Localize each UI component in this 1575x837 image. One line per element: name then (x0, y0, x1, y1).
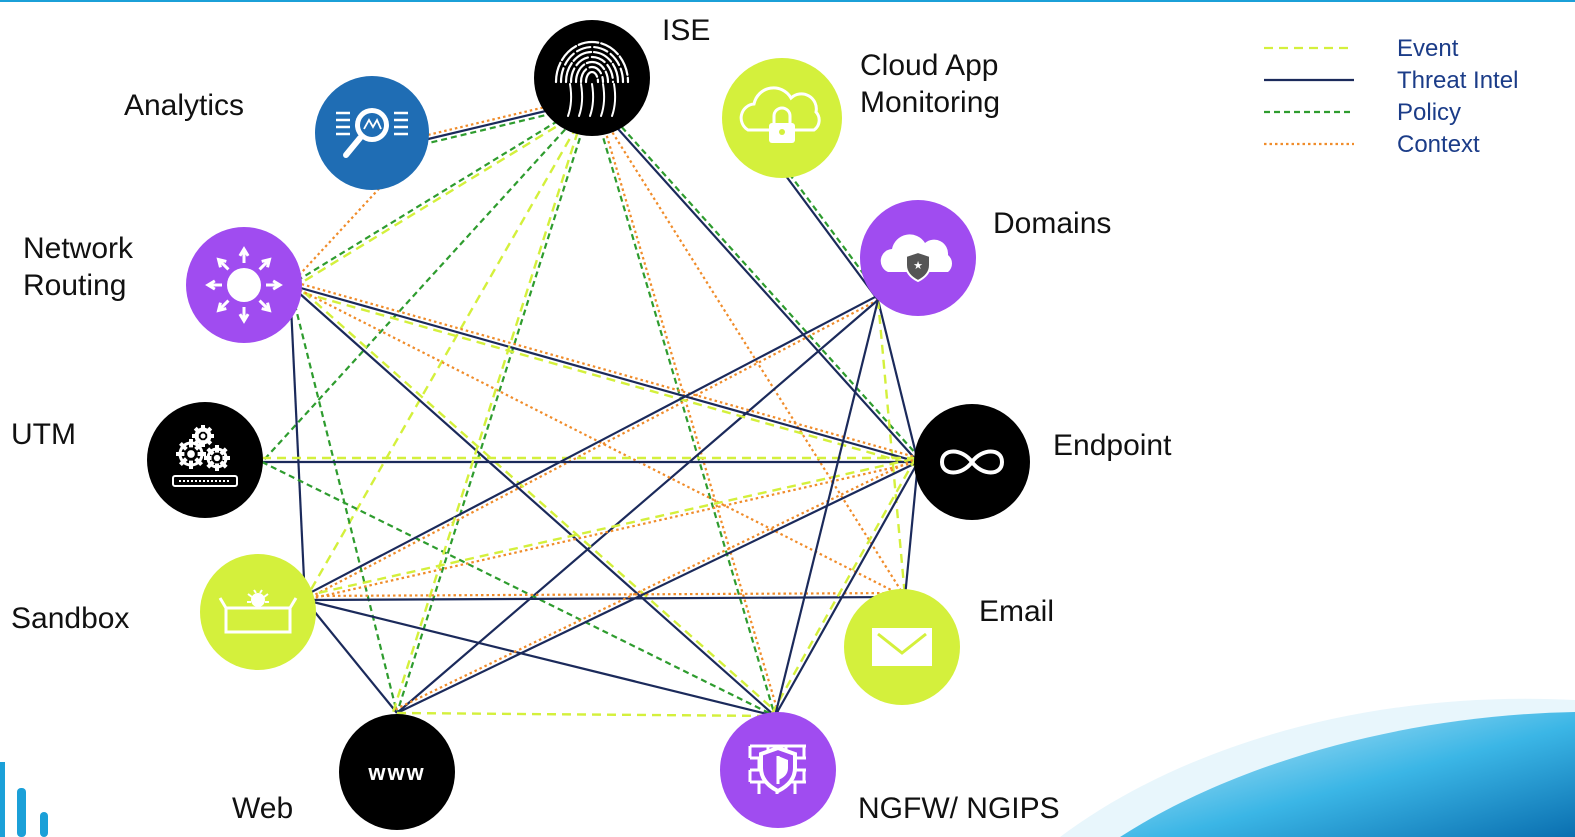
node-analytics (315, 76, 429, 190)
connection-event-sandbox-endpoint (303, 456, 918, 598)
connection-event-domains-email (876, 299, 907, 598)
infinity-icon (939, 449, 1005, 475)
connection-threat-intel-domains-endpoint (876, 299, 920, 463)
connection-event-web-ise (392, 98, 590, 713)
node-label-sandbox: Sandbox (11, 602, 129, 635)
node-label-cloud-app: Cloud App (860, 49, 998, 82)
connection-event-ngfw-endpoint (770, 459, 916, 715)
connection-threat-intel-network-routing-endpoint (289, 283, 919, 464)
decorative-wave (1060, 698, 1575, 837)
node-label-web: Web (232, 792, 293, 825)
routing-arrows-icon (205, 246, 283, 324)
connection-policy-ise-analytics (424, 102, 594, 145)
connection-context-sandbox-endpoint (304, 460, 919, 602)
connection-policy-ise-utm (261, 99, 593, 463)
connection-context-web-endpoint (394, 457, 917, 711)
node-cloud-app-circle (722, 58, 842, 178)
node-ise-circle (534, 20, 650, 136)
connection-event-ise-sandbox (303, 99, 594, 601)
node-label-endpoint: Endpoint (1053, 429, 1172, 462)
node-ise (534, 20, 650, 136)
connection-policy-ise-network-routing (289, 99, 593, 286)
firewall-shield-icon (748, 744, 806, 794)
connection-context-network-routing-endpoint (290, 280, 920, 460)
connection-policy-cloud-app-domains (788, 172, 883, 299)
node-label-utm: UTM (11, 418, 76, 451)
node-cloud-app (722, 58, 842, 178)
cloud-lock-icon (739, 86, 821, 143)
cloud-shield-icon: ★ (880, 234, 953, 283)
connection-threat-intel-cloud-app-domains (785, 175, 879, 301)
node-email (844, 589, 960, 705)
node-web: www (339, 714, 455, 830)
connection-event-network-routing-ngfw (291, 281, 779, 714)
node-domains: ★ (860, 200, 976, 316)
node-endpoint (914, 404, 1030, 520)
node-utm (147, 402, 263, 518)
legend-label-threat-intel: Threat Intel (1397, 67, 1518, 94)
connection-event-network-routing-endpoint (288, 287, 918, 468)
www-icon: www (367, 760, 425, 785)
connection-context-domains-sandbox (304, 299, 879, 601)
connection-threat-intel-network-routing-sandbox (288, 284, 307, 601)
connection-threat-intel-email-endpoint (903, 461, 920, 598)
connection-context-ise-email (591, 99, 906, 598)
connection-threat-intel-sandbox-ngfw (304, 598, 776, 718)
legend-label-context: Context (1397, 131, 1480, 158)
brand-mark-icon (0, 762, 48, 837)
nodes: ★ www (147, 20, 1030, 830)
connection-policy-ise-web (395, 99, 594, 714)
connection-threat-intel-sandbox-web (304, 599, 398, 714)
gears-icon (172, 425, 238, 487)
connection-threat-intel-web-endpoint (396, 461, 919, 714)
connection-threat-intel-network-routing-ngfw (289, 284, 776, 717)
top-rule (0, 0, 1575, 2)
fingerprint-icon (554, 40, 630, 117)
sandbox-box-icon (218, 589, 298, 634)
node-label-network-routing: Network (23, 232, 134, 265)
node-label-network-routing: Routing (23, 269, 126, 302)
connection-threat-intel-ngfw-endpoint (774, 461, 919, 717)
connection-lines (261, 95, 922, 718)
connection-threat-intel-domains-web (396, 299, 879, 714)
legend-label-event: Event (1397, 35, 1459, 62)
envelope-icon (872, 628, 932, 666)
node-ngfw (720, 712, 836, 828)
node-label-analytics: Analytics (124, 89, 244, 122)
connection-context-sandbox-email (304, 591, 905, 598)
connection-policy-utm-ngfw (261, 461, 776, 717)
connection-policy-ise-endpoint (594, 96, 922, 461)
node-sandbox (200, 554, 316, 670)
node-web-circle (339, 714, 455, 830)
connection-threat-intel-ise-endpoint (591, 99, 919, 463)
node-label-ngfw: NGFW/ NGIPS (858, 792, 1060, 825)
legend-label-policy: Policy (1397, 99, 1461, 126)
node-network-routing (186, 227, 302, 343)
connection-context-network-routing-email (289, 284, 906, 598)
connection-policy-network-routing-web (288, 284, 399, 714)
magnifier-icon (336, 108, 408, 158)
connection-context-ise-ngfw (594, 98, 780, 716)
node-label-ise: ISE (662, 14, 710, 47)
node-label-domains: Domains (993, 207, 1111, 240)
node-label-cloud-app: Monitoring (860, 86, 1000, 119)
www-icon-text: www (367, 760, 425, 785)
svg-text:★: ★ (913, 259, 923, 272)
connection-threat-intel-sandbox-domains (302, 295, 877, 598)
connection-event-web-ngfw (396, 711, 776, 718)
node-label-email: Email (979, 595, 1054, 628)
connection-threat-intel-ngfw-domains (773, 299, 880, 717)
connection-threat-intel-sandbox-email (304, 595, 906, 602)
connection-policy-ise-ngfw (590, 99, 777, 717)
node-sandbox-circle (200, 554, 316, 670)
